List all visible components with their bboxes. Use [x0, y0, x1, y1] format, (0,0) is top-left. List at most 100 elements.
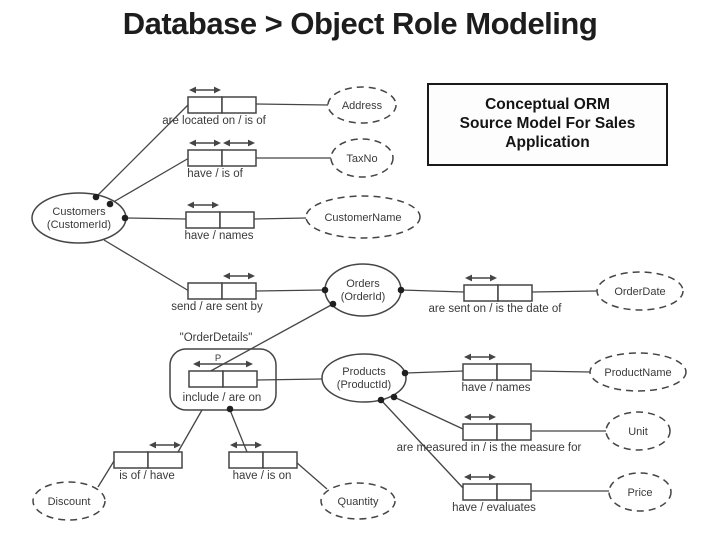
role-box-have-taxno-2: [221, 149, 257, 167]
fact-reading-include-are-on: include / are on: [183, 392, 262, 404]
value-type-taxno: [330, 138, 394, 178]
fact-reading-have-evaluates: have / evaluates: [452, 502, 536, 514]
connector-line-7: [255, 289, 326, 292]
fact-reading-have-taxno: have / is of: [187, 168, 243, 180]
role-box-have-is-on-1: [228, 451, 264, 469]
connector-line-3: [103, 239, 190, 292]
role-box-have-names-cust-2: [219, 211, 255, 229]
objectified-orderdetails-label: "OrderDetails": [180, 332, 253, 344]
legend-line-1: Conceptual ORM: [485, 96, 610, 114]
entity-refmode-customers: (CustomerId): [47, 219, 111, 231]
role-box-send-2: [221, 282, 257, 300]
value-type-unit: [605, 411, 671, 451]
value-type-label-address: Address: [342, 100, 383, 112]
role-box-have-taxno-1: [187, 149, 223, 167]
value-type-discount: [32, 481, 106, 521]
role-box-are-located-on-2: [221, 96, 257, 114]
fact-reading-send: send / are sent by: [171, 301, 263, 313]
entity-refmode-products: (ProductId): [337, 379, 391, 391]
entity-label-customers: Customers: [52, 206, 106, 218]
uniqueness-arrow-have-evaluates: [464, 473, 471, 481]
value-type-price: [608, 472, 672, 512]
role-box-have-evaluates-2: [496, 483, 532, 501]
uniqueness-arrow-are-sent-on: [465, 274, 472, 282]
uniqueness-arrow-include-are-on: [193, 360, 200, 368]
legend-line-3: Application: [505, 133, 590, 151]
value-type-label-quantity: Quantity: [338, 496, 379, 508]
value-type-productname: [589, 352, 687, 392]
legend-box: Conceptual ORM Source Model For Sales Ap…: [427, 83, 668, 166]
uniqueness-arrow-is-of-have: [149, 441, 156, 449]
connector-line-4: [255, 103, 329, 106]
value-type-label-productname: ProductName: [604, 367, 671, 379]
uniqueness-arrow-have-is-on: [230, 441, 237, 449]
connection-dot-5: [329, 300, 337, 308]
fact-reading-have-names-prod: have / names: [461, 382, 530, 394]
value-type-customername: [305, 195, 421, 239]
role-box-send-1: [187, 282, 223, 300]
value-type-label-discount: Discount: [48, 496, 91, 508]
uniqueness-arrow-have-names-cust: [187, 201, 194, 209]
connector-line-11: [256, 378, 323, 381]
connection-dot-0: [92, 193, 100, 201]
uniqueness-arrow-are-located-on: [189, 86, 196, 94]
connector-line-0: [95, 103, 190, 198]
connector-line-16: [380, 399, 464, 489]
uniqueness-arrow-have-names-prod: [489, 353, 496, 361]
connection-dot-7: [390, 393, 398, 401]
connection-dot-9: [226, 405, 234, 413]
connector-line-12: [405, 370, 464, 374]
entity-refmode-orders: (OrderId): [341, 291, 386, 303]
fact-reading-is-of-have: is of / have: [119, 470, 175, 482]
entity-label-orders: Orders: [346, 278, 380, 290]
value-type-address: [327, 86, 397, 124]
role-box-have-names-prod-2: [496, 363, 532, 381]
connection-dot-1: [106, 200, 114, 208]
uniqueness-arrow-send: [248, 272, 255, 280]
connector-line-21: [295, 461, 328, 490]
role-box-is-of-have-1: [113, 451, 149, 469]
connection-dot-4: [397, 286, 405, 294]
slide-title: Database > Object Role Modeling: [122, 6, 598, 41]
entity-orders: [324, 263, 402, 317]
connector-line-14: [393, 396, 464, 430]
value-type-label-taxno: TaxNo: [346, 153, 377, 165]
uniqueness-arrow-are-measured-in: [464, 413, 471, 421]
uniqueness-arrow-send: [223, 272, 230, 280]
value-type-label-unit: Unit: [628, 426, 648, 438]
value-type-label-price: Price: [627, 487, 652, 499]
entity-label-products: Products: [342, 366, 386, 378]
uniqueness-arrow-have-names-prod: [464, 353, 471, 361]
connector-line-2: [124, 217, 187, 220]
uniqueness-arrow-are-measured-in: [489, 413, 496, 421]
connector-line-6: [253, 217, 307, 220]
role-box-include-are-on-2: [222, 370, 258, 388]
connection-dot-8: [377, 396, 385, 404]
fact-reading-are-sent-on: are sent on / is the date of: [429, 303, 563, 315]
connector-line-13: [530, 370, 591, 373]
connector-line-9: [531, 290, 598, 293]
connector-line-8: [400, 289, 465, 293]
role-box-have-names-prod-1: [462, 363, 498, 381]
fact-reading-are-measured-in: are measured in / is the measure for: [397, 442, 582, 454]
uniqueness-arrow-have-taxno: [214, 139, 221, 147]
role-box-are-located-on-1: [187, 96, 223, 114]
connector-line-18: [177, 409, 203, 453]
role-box-have-names-cust-1: [185, 211, 221, 229]
role-box-include-are-on-1: [188, 370, 224, 388]
uniqueness-arrow-have-taxno: [223, 139, 230, 147]
uniqueness-arrow-have-taxno: [189, 139, 196, 147]
fact-reading-are-located-on: are located on / is of: [162, 115, 266, 127]
value-type-quantity: [320, 482, 396, 520]
uniqueness-arrow-have-names-cust: [212, 201, 219, 209]
entity-products: [321, 353, 407, 403]
fact-reading-have-is-on: have / is on: [233, 470, 292, 482]
value-type-orderdate: [596, 271, 684, 311]
role-box-are-measured-in-1: [462, 423, 498, 441]
connection-dot-2: [121, 214, 129, 222]
entity-customers: [31, 192, 127, 244]
role-box-are-sent-on-2: [497, 284, 533, 302]
connection-dot-6: [401, 369, 409, 377]
uniqueness-arrow-have-taxno: [248, 139, 255, 147]
